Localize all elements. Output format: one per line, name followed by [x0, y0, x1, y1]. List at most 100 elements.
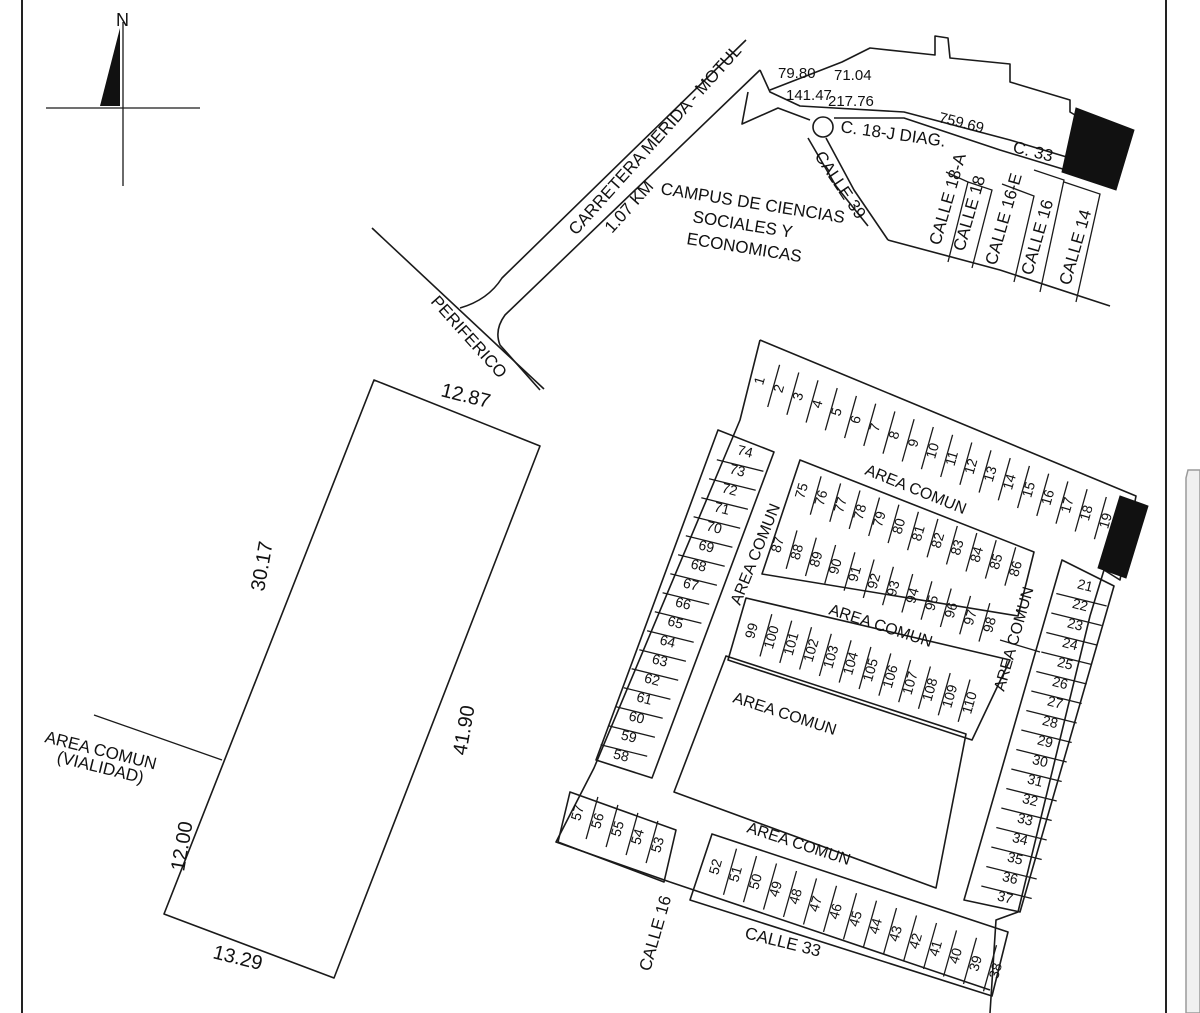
lot-divider — [917, 666, 932, 709]
lot-number: 79 — [869, 509, 889, 529]
lot-divider — [940, 434, 954, 478]
lot-divider — [868, 497, 881, 537]
lot-number: 40 — [945, 946, 965, 966]
lot-divider — [996, 826, 1047, 841]
lot-divider — [802, 878, 818, 925]
lot-number: 21 — [1076, 576, 1095, 595]
lot-divider — [798, 627, 813, 670]
lot-number: 89 — [806, 549, 826, 569]
lot-number: 84 — [966, 545, 986, 565]
parcel-outline — [163, 379, 541, 979]
lot-number: 24 — [1061, 634, 1080, 653]
lot-divider — [762, 863, 778, 910]
lot-number: 37 — [996, 888, 1015, 907]
lot-number: 86 — [1005, 559, 1025, 579]
lot-divider — [1051, 612, 1102, 627]
lot-number: 87 — [767, 535, 787, 555]
lot-divider — [1011, 768, 1062, 783]
lot-number: 23 — [1066, 615, 1085, 634]
lot-divider — [708, 478, 756, 491]
lot-number: 81 — [908, 523, 928, 543]
lot-divider — [984, 540, 997, 579]
campus-road-south — [834, 117, 1067, 171]
lot-number: 97 — [960, 607, 980, 627]
lot-number: 54 — [627, 827, 647, 847]
lot-number: 53 — [647, 835, 667, 855]
carretera-label: CARRETERA MERIDA - MOTUL — [565, 41, 745, 238]
lot-number: 16 — [1038, 487, 1058, 507]
lot-divider — [818, 633, 832, 677]
calle-14-lots — [1063, 181, 1101, 303]
lot-divider — [722, 848, 738, 895]
lot-divider — [786, 372, 800, 415]
lot-divider — [842, 893, 858, 940]
bottom-left-lots-outline — [557, 791, 677, 883]
lot-divider — [804, 537, 817, 577]
lot-divider — [838, 640, 852, 683]
lot-number: 58 — [612, 746, 631, 765]
calle-33-short-label: C. 33 — [1011, 137, 1055, 165]
lot-divider — [1055, 481, 1069, 524]
lot-divider — [878, 653, 892, 696]
lot-number: 100 — [760, 623, 782, 650]
lot-number: 69 — [697, 537, 716, 556]
lot-number: 10 — [922, 441, 942, 461]
lot-divider — [605, 804, 619, 848]
lot-number: 110 — [958, 689, 980, 715]
lot-divider — [662, 592, 710, 605]
lot-divider — [1016, 465, 1031, 509]
lot-number: 28 — [1041, 712, 1060, 731]
lot-divider — [939, 588, 952, 628]
lot-number: 92 — [864, 571, 884, 591]
bottom-lots-outline — [689, 833, 1009, 997]
lot-divider — [1006, 787, 1057, 802]
lot-number: 47 — [805, 894, 825, 914]
lot-divider — [1036, 670, 1087, 685]
lot-number: 34 — [1011, 829, 1030, 848]
carretera-edge-west — [459, 39, 747, 309]
lot-number: 12 — [961, 456, 981, 476]
lot-divider — [843, 395, 858, 439]
lot-number: 32 — [1021, 790, 1040, 809]
parcel-bottom-dim: 13.29 — [211, 942, 265, 975]
lot-divider — [782, 870, 798, 918]
lot-divider — [978, 450, 992, 493]
lot-number: 49 — [765, 879, 785, 899]
lot-divider — [1001, 807, 1052, 822]
lot-number: 107 — [899, 669, 921, 696]
lot-number: 15 — [1018, 480, 1038, 500]
lot-number: 77 — [830, 495, 850, 515]
lot-number: 57 — [567, 803, 587, 823]
lot-number: 44 — [865, 916, 885, 936]
campus-dark-block — [1061, 107, 1135, 191]
calle-16e-lots — [1001, 183, 1035, 283]
lot-divider — [1036, 473, 1050, 517]
lot-number: 61 — [635, 689, 654, 708]
lot-number: 33 — [1016, 810, 1035, 829]
lot-divider — [639, 649, 687, 662]
roads — [371, 35, 1135, 391]
subdivision-outlines — [555, 339, 1149, 1013]
lot-number: 14 — [999, 472, 1019, 492]
lot-divider — [848, 490, 861, 530]
calle-16e-label: CALLE 16-E — [982, 171, 1026, 267]
lot-number: 25 — [1056, 654, 1075, 673]
lot-divider — [922, 922, 938, 970]
lot-number: 13 — [980, 464, 1000, 484]
lot-number: 30 — [1031, 751, 1050, 770]
lot-divider — [693, 516, 741, 529]
distance-217-76: 217.76 — [828, 93, 874, 110]
lot-number: 94 — [902, 586, 922, 606]
lot-number: 17 — [1057, 495, 1077, 515]
calle-18j-label: C. 18-J DIAG. — [839, 117, 946, 151]
lot-divider — [1056, 592, 1107, 607]
lot-number: 101 — [780, 630, 802, 657]
lot-divider — [822, 885, 838, 933]
lot-divider — [858, 646, 872, 690]
north-arrow: N — [46, 10, 200, 186]
area-comun-middle: AREA COMUN — [827, 602, 935, 651]
